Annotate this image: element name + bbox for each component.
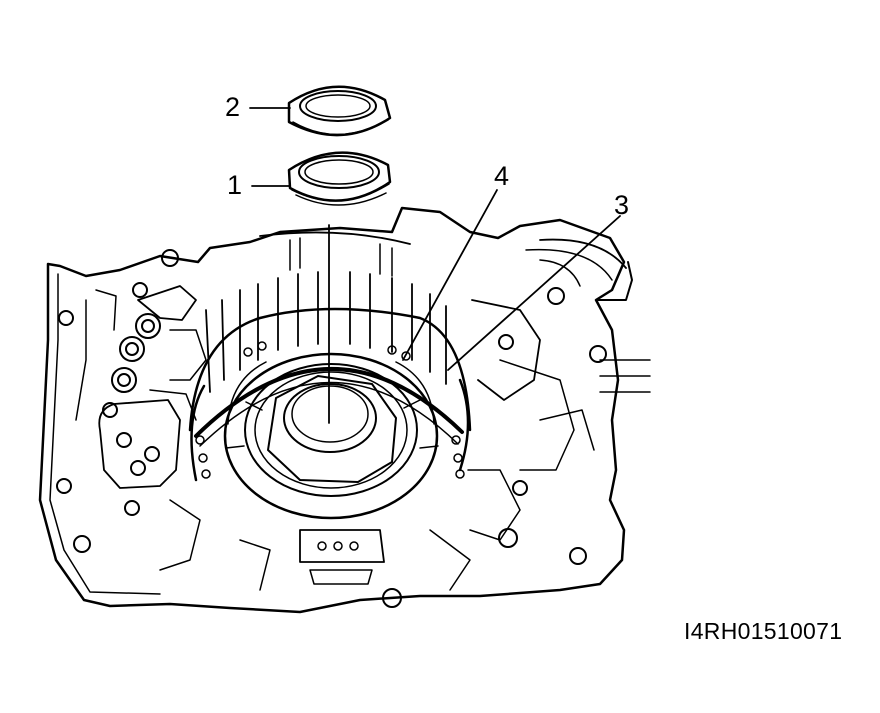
case-outline xyxy=(38,206,651,614)
callout-2: 2 xyxy=(225,92,241,122)
part-2-race xyxy=(287,85,392,137)
leader-lines xyxy=(249,107,621,424)
right-region xyxy=(382,259,607,608)
callout-4: 4 xyxy=(494,161,510,191)
left-bolt-region xyxy=(56,249,271,591)
callout-3: 3 xyxy=(614,190,630,220)
figure-code: I4RH01510071 xyxy=(684,618,843,644)
part-1-race xyxy=(287,151,392,206)
callout-1: 1 xyxy=(227,170,243,200)
center-hub xyxy=(223,352,439,520)
